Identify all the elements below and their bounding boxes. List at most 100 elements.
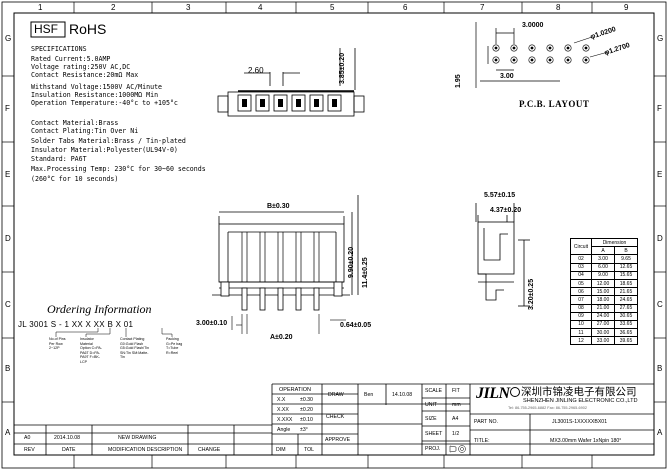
company-contact: Tel: 86-755-2965-6882 Fax: 86-755-2965-6… bbox=[508, 406, 587, 410]
table-cell: 9.65 bbox=[614, 254, 638, 264]
pcb-layout-title: P.C.B. LAYOUT bbox=[519, 99, 590, 109]
tb-drawer: Ben bbox=[364, 392, 374, 398]
side-dim-body-height: 9.90±0.20 bbox=[348, 246, 355, 278]
table-cell: 6.00 bbox=[591, 262, 615, 272]
table-cell: 18.65 bbox=[614, 278, 638, 289]
table-cell: 30.65 bbox=[614, 311, 638, 321]
tb-draw-date: 14.10.08 bbox=[392, 392, 413, 398]
zone-col-2: 2 bbox=[111, 3, 116, 12]
registered-mark bbox=[510, 387, 520, 397]
zone-col-8: 8 bbox=[556, 3, 561, 12]
table-cell: 10 bbox=[570, 319, 592, 330]
spec-line: Insulation Resistance:1000MΩ Min bbox=[31, 91, 159, 99]
company-logo: JILN bbox=[476, 385, 510, 402]
tb-tol-value: ±0.10 bbox=[300, 417, 313, 423]
pcb-dim-offset: 1.95 bbox=[455, 74, 462, 88]
side-dim-b: B±0.30 bbox=[267, 203, 290, 210]
spec-line: Contact Plating:Tin Over Ni bbox=[31, 127, 139, 135]
zone-col-4: 4 bbox=[258, 3, 263, 12]
end-dim-inner: 4.37±0.20 bbox=[490, 207, 522, 214]
table-cell: 06 bbox=[570, 287, 592, 297]
spec-line: Withstand Voltage:1500V AC/Minute bbox=[31, 83, 163, 91]
zone-row-a-right: A bbox=[657, 428, 663, 437]
ordering-note: Contact Plating G0:Gold Flash G5:Gold Fl… bbox=[120, 337, 150, 359]
spec-line: Voltage rating:250V AC,DC bbox=[31, 63, 131, 71]
zone-row-g: G bbox=[5, 34, 12, 43]
tb-tol-label: X.X bbox=[277, 397, 286, 403]
rev-header: REV bbox=[24, 447, 35, 453]
zone-row-f: F bbox=[5, 104, 10, 113]
table-cell: 27.00 bbox=[591, 319, 615, 330]
spec-line: Solder Tabs Material:Brass / Tin-plated bbox=[31, 137, 186, 145]
tb-title-label: TITLE: bbox=[474, 438, 490, 444]
company-name-cn: 深圳市锦凌电子有限公司 bbox=[521, 386, 637, 398]
ordering-note: Packing G=Pe bag T=Tube R=Reel bbox=[166, 337, 183, 355]
company-name-en: SHENZHEN JINLING ELECTRONIC CO.,LTD bbox=[523, 398, 638, 404]
end-dim-tail: 3.20±0.25 bbox=[528, 278, 535, 310]
tb-scale: SCALE bbox=[425, 388, 443, 394]
spec-line: Operation Temperature:-40°c to +105°c bbox=[31, 99, 178, 107]
tb-size: SIZE bbox=[425, 416, 437, 422]
rev-desc-cell: NEW DRAWING bbox=[118, 435, 157, 441]
tb-tol-label: X.XX bbox=[277, 407, 289, 413]
rev-cell: A0 bbox=[24, 435, 31, 441]
table-cell: 02 bbox=[570, 254, 592, 264]
tb-operation: OPERATION bbox=[279, 387, 311, 393]
table-cell: 12.00 bbox=[591, 278, 615, 289]
zone-row-e-right: E bbox=[657, 170, 663, 179]
end-dim-width: 5.57±0.15 bbox=[484, 192, 516, 199]
rohs-label: RoHS bbox=[69, 21, 107, 37]
side-dim-pin: 0.64±0.05 bbox=[340, 322, 372, 329]
zone-row-c-right: C bbox=[657, 300, 663, 309]
zone-col-7: 7 bbox=[480, 3, 485, 12]
tb-sheet-val: 1/2 bbox=[452, 431, 460, 437]
table-header-a: A bbox=[591, 246, 615, 256]
zone-col-6: 6 bbox=[403, 3, 408, 12]
table-cell: 3.00 bbox=[591, 254, 615, 264]
table-cell: 11 bbox=[570, 328, 592, 338]
table-cell: 33.65 bbox=[614, 319, 638, 330]
table-cell: 24.00 bbox=[591, 311, 615, 321]
spec-line: (260°C for 10 seconds) bbox=[31, 175, 119, 183]
table-cell: 33.00 bbox=[591, 336, 615, 346]
spec-line: Max.Processing Temp: 230°C for 30~60 sec… bbox=[31, 165, 206, 173]
tb-sheet: SHEET bbox=[425, 431, 443, 437]
zone-row-c: C bbox=[5, 300, 11, 309]
spec-line: Contact Material:Brass bbox=[31, 119, 119, 127]
front-dim-height: 3.85±0.20 bbox=[339, 52, 346, 84]
zone-col-3: 3 bbox=[186, 3, 191, 12]
side-dim-a: A±0.20 bbox=[270, 334, 293, 341]
tb-part-no-label: PART NO. bbox=[474, 419, 498, 425]
table-cell: 05 bbox=[570, 278, 592, 289]
table-cell: 18.00 bbox=[591, 295, 615, 305]
table-cell: 04 bbox=[570, 270, 592, 280]
table-cell: 9.00 bbox=[591, 270, 615, 280]
table-cell: 15.00 bbox=[591, 287, 615, 297]
zone-row-a: A bbox=[5, 428, 11, 437]
tb-proj: PROJ. bbox=[425, 446, 441, 452]
rev-date-cell: 2014.10.08 bbox=[54, 435, 80, 441]
zone-row-d-right: D bbox=[657, 234, 663, 243]
ordering-title: Ordering Information bbox=[47, 302, 152, 316]
spec-title: SPECIFICATIONS bbox=[31, 45, 87, 53]
tb-unit: UNIT bbox=[425, 402, 438, 408]
front-dim-pitch: 2.60 bbox=[248, 66, 264, 75]
change-header: CHANGE bbox=[198, 447, 221, 453]
zone-row-d: D bbox=[5, 234, 11, 243]
tb-unit-val: mm bbox=[452, 402, 461, 408]
tb-tol-value: ±3° bbox=[300, 427, 308, 433]
ordering-note: Insulator Material Option C=PA-PA6T D=PA… bbox=[80, 337, 103, 364]
zone-row-b-right: B bbox=[657, 364, 663, 373]
side-dim-lead: 3.00±0.10 bbox=[196, 320, 228, 327]
tb-dim: DIM bbox=[276, 447, 286, 453]
table-cell: 21.00 bbox=[591, 303, 615, 313]
tb-tol-label: Angle bbox=[277, 427, 291, 433]
tb-title: MX3.00mm Wafer 1xNpin 180° bbox=[550, 438, 622, 444]
